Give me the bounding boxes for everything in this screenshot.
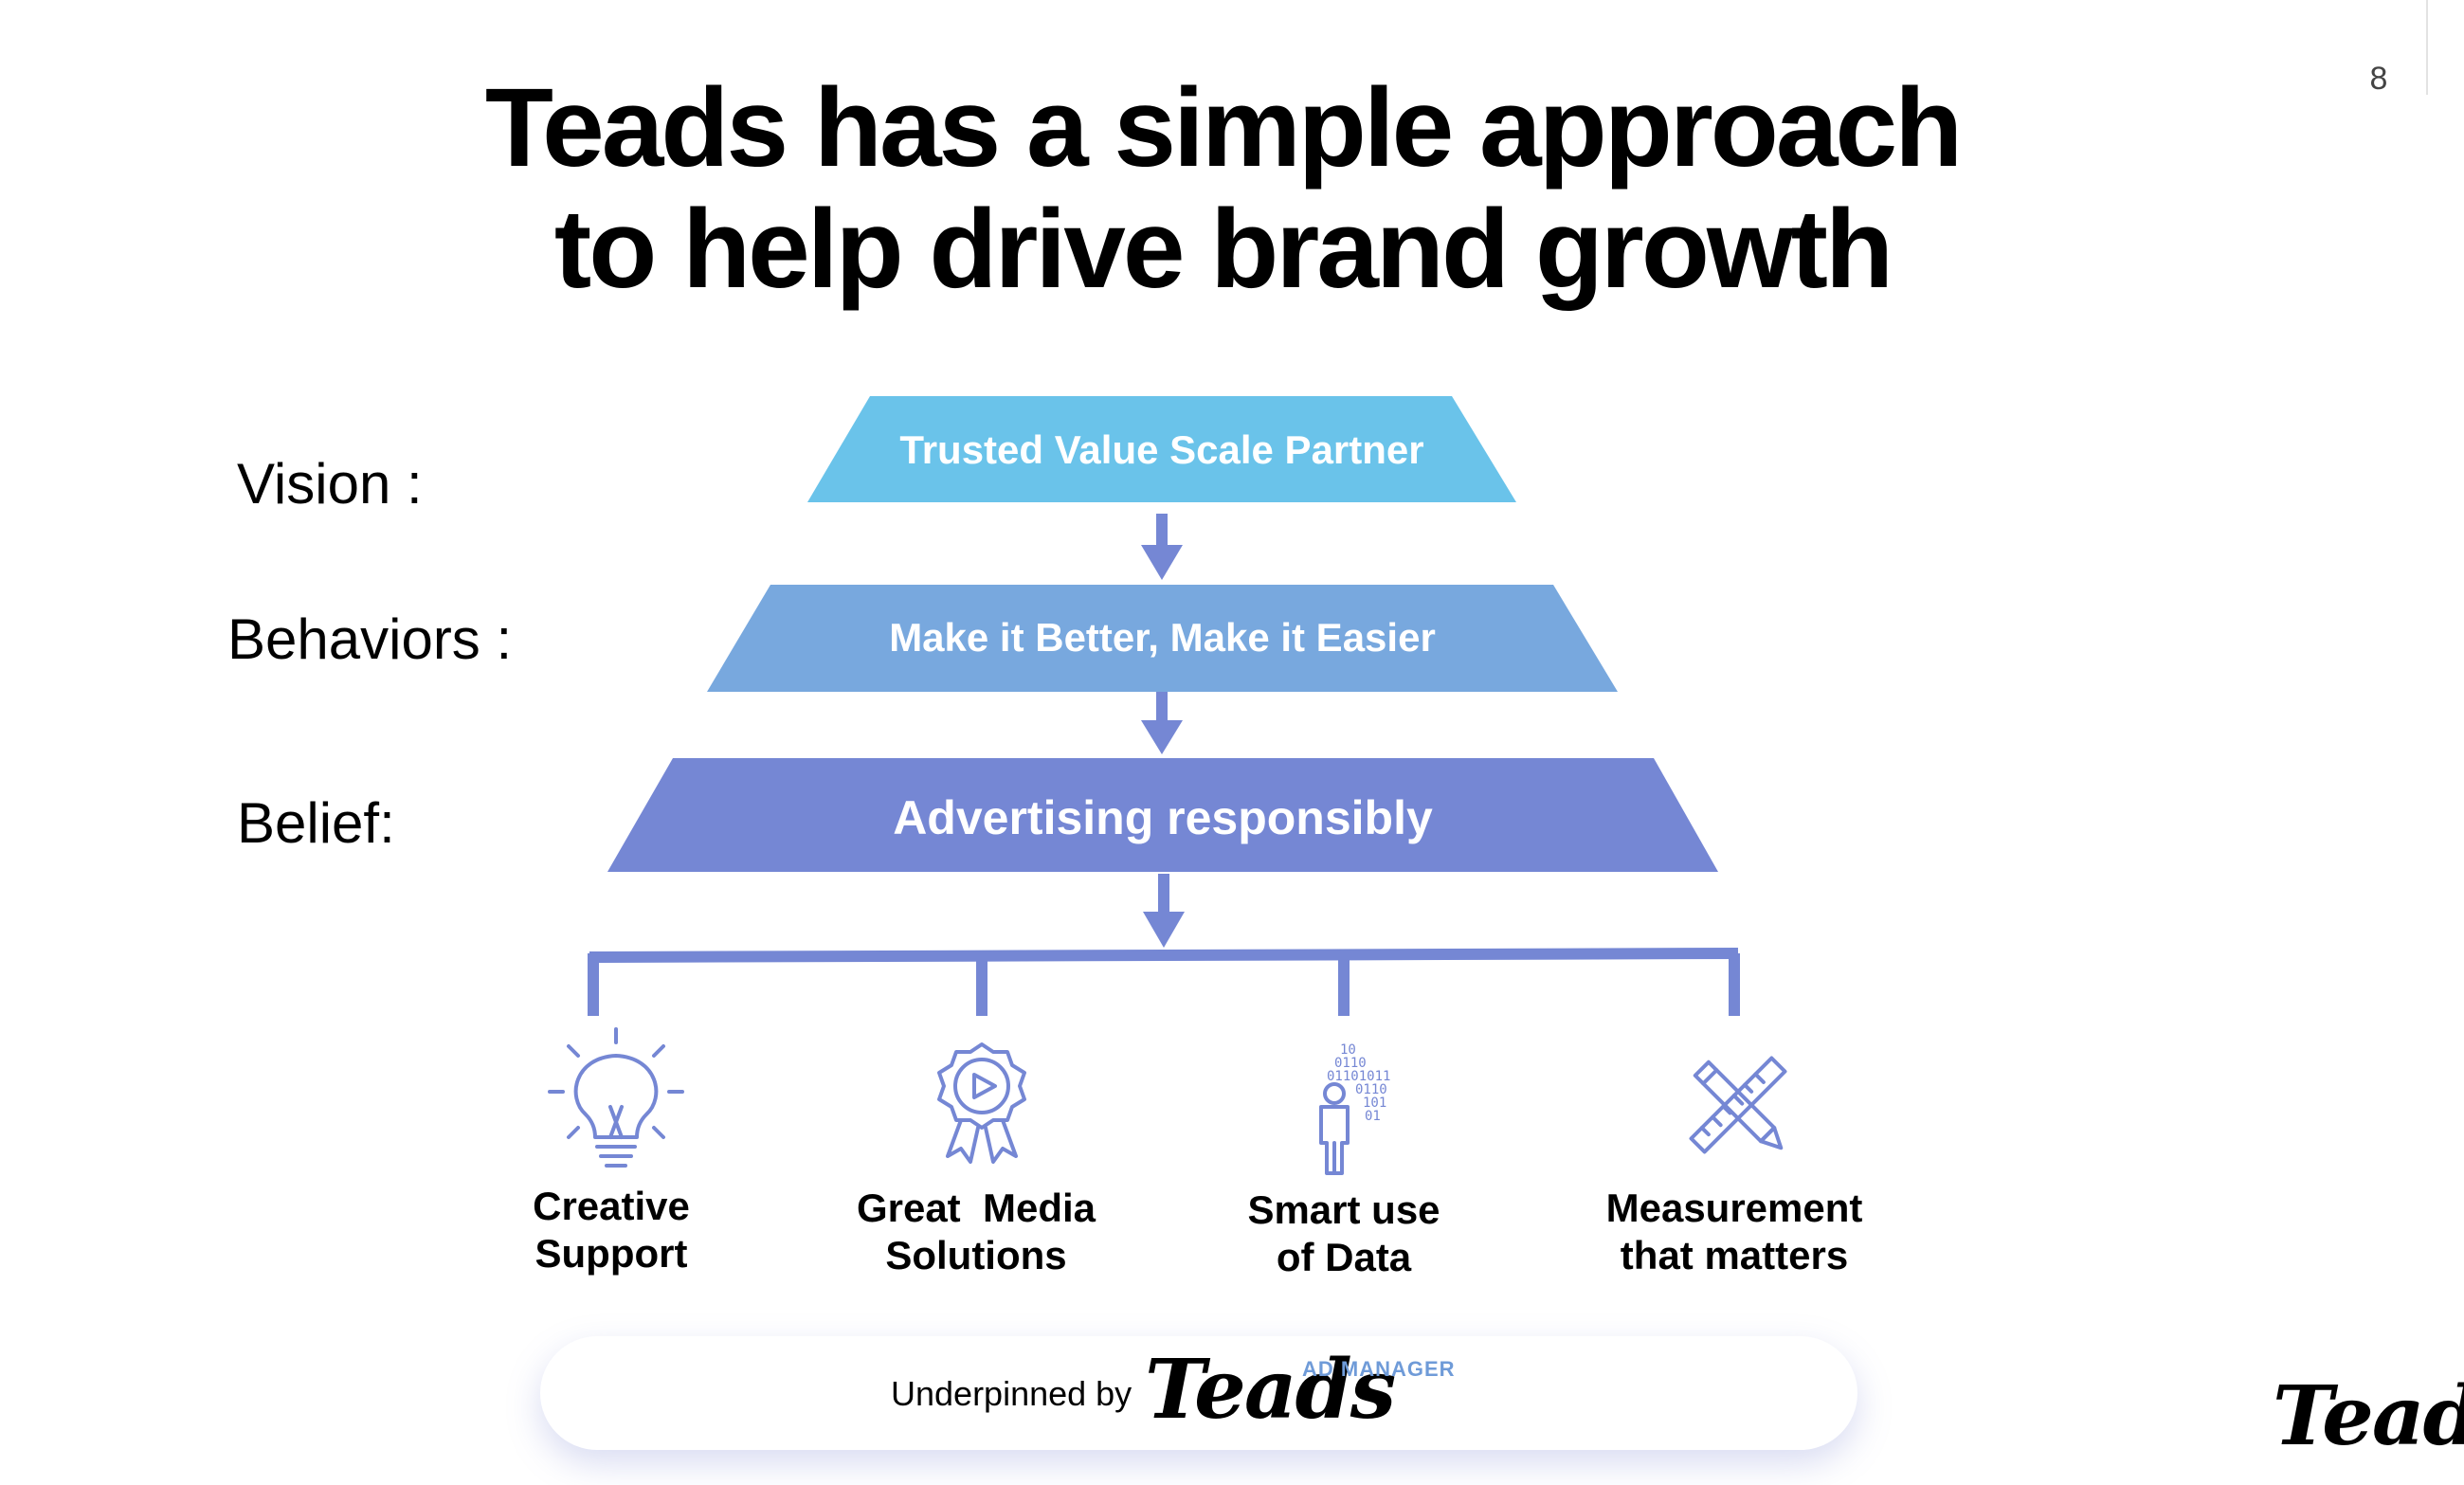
slide-edge-divider bbox=[2426, 0, 2428, 95]
connector-arrows bbox=[1141, 514, 1185, 948]
pillar-label-creative-support: Creative Support bbox=[469, 1183, 753, 1277]
pillar-label-line: Smart use bbox=[1247, 1187, 1440, 1232]
band-behaviors bbox=[707, 585, 1618, 692]
footer-underpinned-pill bbox=[540, 1336, 1857, 1450]
pillar-label-line: Measurement bbox=[1605, 1186, 1863, 1230]
pillar-label-smart-data: Smart use of Data bbox=[1202, 1186, 1486, 1281]
band-vision bbox=[807, 396, 1516, 502]
pillar-label-line: of Data bbox=[1276, 1235, 1412, 1279]
teads-corner-logo: Teads bbox=[2273, 1368, 2464, 1464]
svg-text:0110: 0110 bbox=[1334, 1056, 1367, 1071]
svg-text:0110: 0110 bbox=[1355, 1082, 1387, 1097]
lightbulb-icon bbox=[548, 1027, 684, 1168]
pillar-label-line: that matters bbox=[1620, 1233, 1849, 1277]
band-text-behaviors: Make it Better, Make it Easier bbox=[889, 615, 1436, 660]
ad-manager-label: AD MANAGER bbox=[1302, 1357, 1456, 1381]
person-binary-data-icon: 10 0110 01101011 0110 101 01 bbox=[1319, 1042, 1390, 1175]
pillar-label-line: Solutions bbox=[885, 1233, 1067, 1277]
pillar-label-line: Support bbox=[534, 1231, 688, 1276]
svg-text:101: 101 bbox=[1363, 1096, 1386, 1111]
footer-underpinned-text: Underpinned by bbox=[891, 1374, 1132, 1413]
row-label-belief: Belief: bbox=[237, 791, 395, 855]
band-text-belief: Advertising responsibly bbox=[893, 791, 1433, 844]
svg-text:01: 01 bbox=[1365, 1109, 1381, 1124]
award-badge-play-icon bbox=[937, 1042, 1026, 1164]
ruler-pencil-icon bbox=[1689, 1056, 1787, 1154]
slide-title-line-1: Teads has a simple approach bbox=[484, 65, 1963, 190]
svg-text:10: 10 bbox=[1340, 1042, 1356, 1058]
branch-connector bbox=[588, 948, 1740, 1016]
row-label-behaviors: Behaviors : bbox=[227, 607, 513, 671]
slide-title-line-2: to help drive brand growth bbox=[553, 187, 1893, 312]
page-number: 8 bbox=[2369, 61, 2388, 97]
pillar-label-media-solutions: Great Media Solutions bbox=[824, 1185, 1128, 1279]
pillar-label-line: Creative bbox=[533, 1184, 690, 1228]
pillar-label-line: Great Media bbox=[856, 1186, 1096, 1230]
band-text-vision: Trusted Value Scale Partner bbox=[899, 427, 1424, 472]
row-label-vision: Vision : bbox=[237, 452, 423, 516]
band-belief bbox=[607, 758, 1718, 872]
svg-text:01101011: 01101011 bbox=[1327, 1069, 1390, 1084]
teads-ad-manager-logo: Teads bbox=[1145, 1342, 1396, 1438]
pillar-label-measurement: Measurement that matters bbox=[1573, 1185, 1895, 1279]
